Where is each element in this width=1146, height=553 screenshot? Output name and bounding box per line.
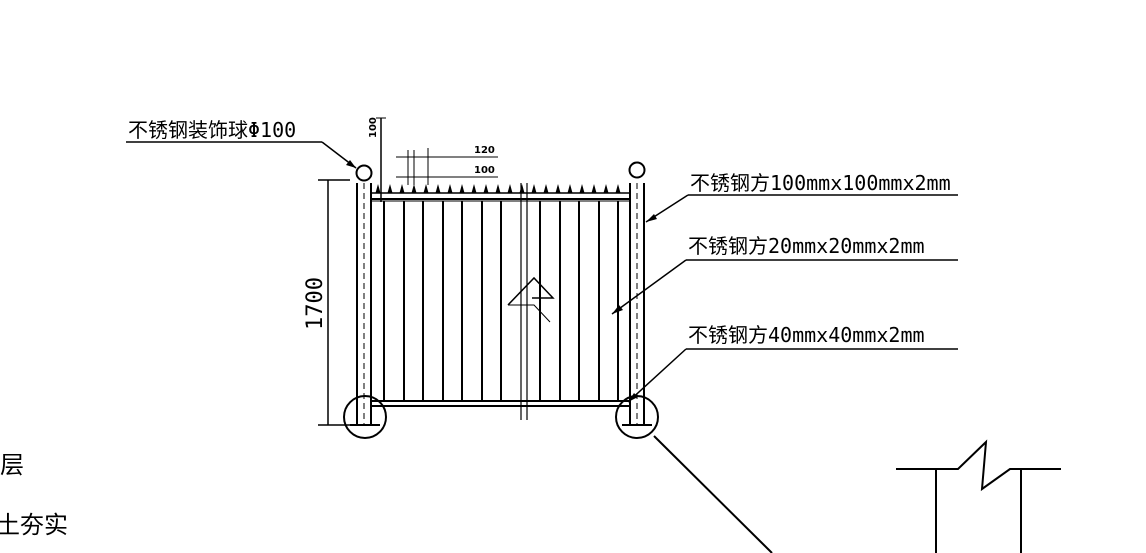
spike (459, 184, 465, 193)
dimension-spike-height: 100 (368, 117, 386, 202)
spike (603, 184, 609, 193)
dimension-height: 1700 (303, 179, 350, 426)
spike (555, 184, 561, 193)
decorative-ball-left (355, 164, 373, 182)
break-line-symbol (896, 439, 1061, 553)
dimension-pitch-inner-value: 100 (474, 165, 495, 176)
spike (483, 184, 489, 193)
dimension-pitch-outer-value: 120 (474, 145, 495, 156)
footing-left (343, 395, 387, 439)
leader-foundation (653, 435, 773, 553)
leader-tube-40: 不锈钢方40mmx40mmx2mm (627, 323, 958, 403)
spike (447, 184, 453, 193)
note-layer: 层 (0, 451, 24, 479)
spike (531, 184, 537, 193)
spike (423, 184, 429, 193)
spike (591, 184, 597, 193)
spike (435, 184, 441, 193)
post-left (355, 164, 373, 425)
spikes (375, 184, 621, 193)
spike (495, 184, 501, 193)
gate-center-break (507, 183, 555, 420)
label-tube-40: 不锈钢方40mmx40mmx2mm (688, 323, 925, 347)
label-tube-100: 不锈钢方100mmx100mmx2mm (690, 171, 951, 195)
spike (471, 184, 477, 193)
spike (507, 184, 513, 193)
spike (615, 184, 621, 193)
label-tube-20: 不锈钢方20mmx20mmx2mm (688, 234, 925, 258)
post-right (628, 161, 646, 425)
spike (519, 184, 525, 193)
spike (567, 184, 573, 193)
spike (411, 184, 417, 193)
decorative-ball-right (628, 161, 646, 179)
spike (543, 184, 549, 193)
spike (399, 184, 405, 193)
spike (579, 184, 585, 193)
leader-ball: 不锈钢装饰球Φ100 (126, 118, 357, 169)
dimension-pitch: 120 100 (396, 145, 498, 185)
label-ball: 不锈钢装饰球Φ100 (128, 118, 296, 142)
note-compact: 土夯实 (0, 511, 68, 539)
leader-tube-100: 不锈钢方100mmx100mmx2mm (645, 171, 958, 223)
dimension-spike-height-value: 100 (368, 117, 379, 138)
pickets (383, 201, 619, 401)
leader-tube-20: 不锈钢方20mmx20mmx2mm (611, 234, 958, 315)
spike (375, 184, 381, 193)
dimension-height-value: 1700 (303, 277, 328, 330)
spike (387, 184, 393, 193)
